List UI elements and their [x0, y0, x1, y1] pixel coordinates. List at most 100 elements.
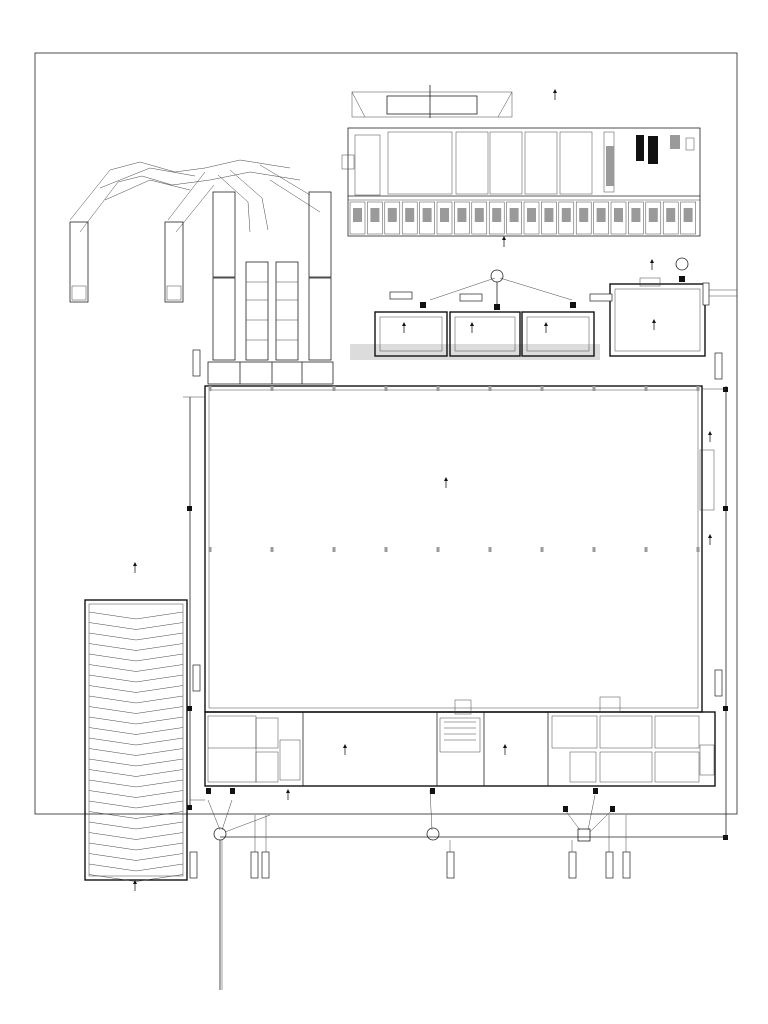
- dock-bay-equipment: [457, 208, 467, 222]
- ramp-chevron: [88, 643, 184, 651]
- ramp-chevron: [88, 737, 184, 746]
- dock-bay: [593, 201, 609, 235]
- site-boundary: [34, 52, 738, 815]
- north-arrow-icon: [343, 744, 347, 755]
- north-arrow-icon: [708, 431, 712, 442]
- dock-bay-equipment: [666, 208, 676, 222]
- dock-bay-equipment: [405, 208, 415, 222]
- ramp-chevron: [88, 748, 184, 756]
- structural-column: [540, 386, 544, 391]
- ramp-chevron: [88, 790, 184, 798]
- utility-network: [189, 349, 723, 990]
- structural-column: [540, 547, 544, 552]
- north-arrow-icon: [286, 789, 290, 800]
- structural-column: [644, 386, 648, 391]
- dock-bay-equipment: [509, 208, 519, 222]
- north-arrow-icon: [503, 744, 507, 755]
- dock-bay: [558, 201, 575, 235]
- dock-bay: [367, 201, 383, 235]
- dock-bay: [471, 201, 488, 235]
- dock-bay-equipment: [614, 208, 623, 222]
- dock-bay: [419, 201, 435, 235]
- structural-column: [208, 547, 212, 552]
- ramp-chevron: [88, 769, 184, 777]
- ramp-chevron: [88, 727, 184, 735]
- north-arrow-icon: [444, 477, 448, 488]
- ramp-chevron: [88, 685, 184, 693]
- dock-bay-equipment: [561, 208, 571, 222]
- dock-bay-equipment: [527, 208, 536, 222]
- dock-bay-equipment: [422, 208, 432, 222]
- structural-column: [696, 386, 700, 391]
- ramp-chevron: [88, 874, 184, 882]
- dock-bay-equipment: [387, 208, 397, 222]
- dock-bay: [488, 201, 505, 235]
- dock-bay: [645, 201, 662, 235]
- loading-dock-building: [341, 127, 701, 237]
- north-arrow-icon: [133, 562, 137, 573]
- dock-bay-equipment: [353, 208, 362, 222]
- dock-bay: [662, 201, 679, 235]
- north-arrow-icon: [544, 322, 548, 333]
- dock-bay: [454, 201, 470, 235]
- ramp-chevron: [88, 653, 184, 662]
- ramp-chevron: [88, 821, 184, 830]
- dock-bay: [575, 201, 592, 235]
- ramp-chevron: [88, 811, 184, 819]
- parked-truck-top: [351, 85, 513, 118]
- dock-bay-equipment: [631, 208, 641, 222]
- ramp-chevron: [88, 664, 184, 672]
- dock-bay-equipment: [370, 208, 380, 222]
- dock-bay-equipment: [648, 208, 658, 222]
- structural-column: [488, 386, 492, 391]
- ramp-chevron: [88, 842, 184, 851]
- structural-column: [592, 386, 596, 391]
- vehicle-ramp: [84, 599, 188, 882]
- ramp-chevron: [88, 758, 184, 767]
- dock-bay: [436, 201, 453, 235]
- ramp-chevron: [88, 800, 184, 809]
- dimension-lines: [183, 386, 728, 840]
- ramp-chevron: [88, 832, 184, 840]
- structural-column: [488, 547, 492, 552]
- ramp-chevron: [88, 853, 184, 861]
- docked-trucks: [207, 191, 334, 385]
- dock-bay-equipment: [544, 208, 554, 222]
- north-arrow-icon: [402, 322, 406, 333]
- dock-bay-equipment: [596, 208, 606, 222]
- dock-bay: [349, 201, 366, 235]
- dock-bay: [384, 201, 401, 235]
- ramp-chevron: [88, 674, 184, 683]
- ramp-chevron: [88, 622, 184, 630]
- dock-bay: [523, 201, 540, 235]
- north-arrow-icon: [650, 259, 654, 270]
- parked-trucks-left: [69, 221, 184, 303]
- structural-column: [332, 386, 336, 391]
- dock-bay: [628, 201, 644, 235]
- dock-bays-row: [349, 201, 696, 235]
- ramp-chevron: [88, 695, 184, 704]
- ramp-chevron: [88, 779, 184, 788]
- ramp-chevron: [88, 706, 184, 714]
- structural-column: [592, 547, 596, 552]
- north-arrow-icon: [708, 534, 712, 545]
- ramp-chevron: [88, 632, 184, 641]
- structural-column: [208, 386, 212, 391]
- north-arrow-icon: [652, 319, 656, 330]
- structural-column: [436, 386, 440, 391]
- north-arrow-icon: [553, 89, 557, 100]
- ramp-chevron: [88, 863, 184, 872]
- office-block: [204, 696, 716, 787]
- dock-bay: [401, 201, 418, 235]
- water-tanks: [350, 257, 737, 360]
- north-arrow-icon: [133, 880, 137, 891]
- structural-column: [384, 547, 388, 552]
- main-warehouse: [204, 385, 715, 713]
- dock-bay: [610, 201, 627, 235]
- ramp-chevron: [88, 611, 184, 620]
- structural-column: [696, 547, 700, 552]
- dock-bay-equipment: [440, 208, 449, 222]
- north-arrow-icon: [470, 322, 474, 333]
- structural-column: [436, 547, 440, 552]
